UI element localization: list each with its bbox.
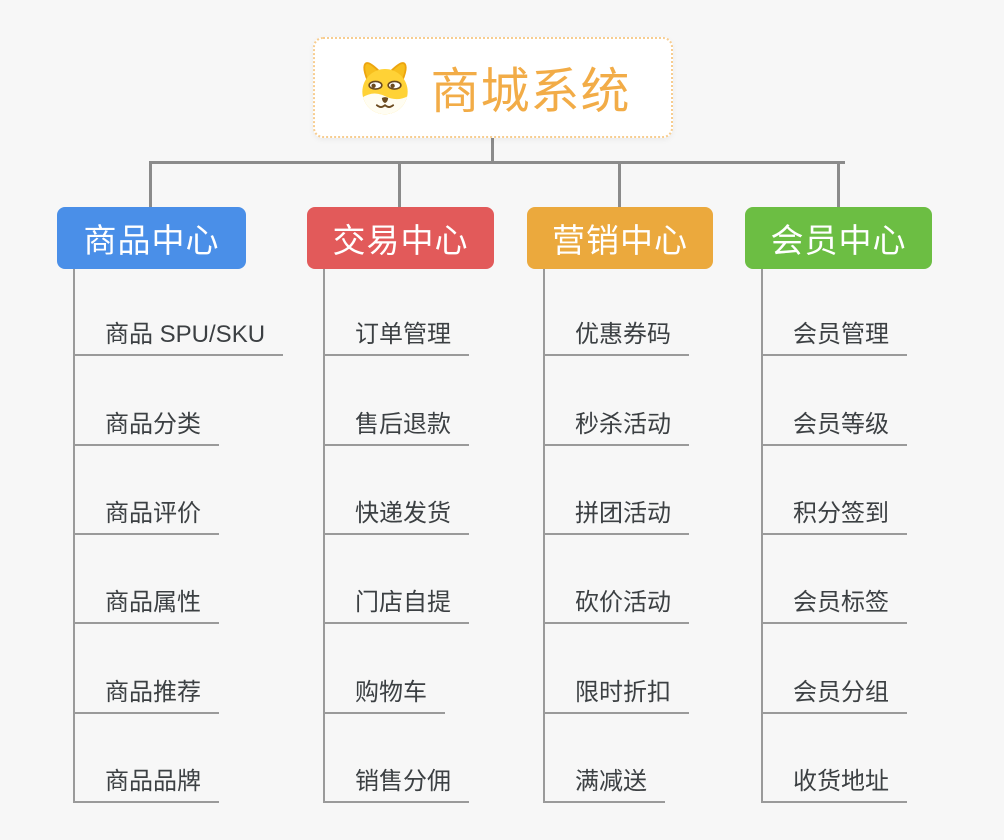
child-topic[interactable]: 商品推荐 xyxy=(73,668,219,714)
connector-drop-product-center xyxy=(149,161,152,208)
connector-trunk xyxy=(543,269,545,803)
child-topic[interactable]: 砍价活动 xyxy=(543,578,689,624)
child-topic[interactable]: 订单管理 xyxy=(323,310,469,356)
connector-trunk xyxy=(73,269,75,803)
child-topic[interactable]: 购物车 xyxy=(323,668,445,714)
branch-label: 商品中心 xyxy=(83,222,220,259)
child-topic[interactable]: 收货地址 xyxy=(761,757,907,803)
branch-label: 营销中心 xyxy=(552,222,688,259)
connector-horizontal-bus xyxy=(149,161,845,164)
child-topic[interactable]: 会员等级 xyxy=(761,400,907,446)
child-topic[interactable]: 商品品牌 xyxy=(73,757,219,803)
branch-label: 会员中心 xyxy=(770,222,907,259)
child-topic[interactable]: 销售分佣 xyxy=(323,757,469,803)
root-node-mall-system[interactable]: 商城系统 xyxy=(313,37,673,138)
connector-trunk xyxy=(761,269,763,803)
child-topic[interactable]: 限时折扣 xyxy=(543,668,689,714)
branch-children-marketing-center: 优惠券码 秒杀活动 拼团活动 砍价活动 限时折扣 满减送 xyxy=(543,269,783,809)
child-topic[interactable]: 售后退款 xyxy=(323,400,469,446)
child-topic[interactable]: 优惠券码 xyxy=(543,310,689,356)
connector-root-stem xyxy=(491,137,494,163)
branch-children-trade-center: 订单管理 售后退款 快递发货 门店自提 购物车 销售分佣 xyxy=(323,269,563,809)
dog-face-icon xyxy=(362,61,409,114)
branch-children-member-center: 会员管理 会员等级 积分签到 会员标签 会员分组 收货地址 xyxy=(761,269,1001,809)
child-topic[interactable]: 秒杀活动 xyxy=(543,400,689,446)
child-topic[interactable]: 商品分类 xyxy=(73,400,219,446)
connector-drop-marketing-center xyxy=(618,161,621,208)
branch-label: 交易中心 xyxy=(332,222,469,259)
branch-node-marketing-center[interactable]: 营销中心 xyxy=(527,207,713,269)
child-topic[interactable]: 满减送 xyxy=(543,757,665,803)
connector-trunk xyxy=(323,269,325,803)
root-title: 商城系统 xyxy=(430,65,631,119)
child-topic[interactable]: 快递发货 xyxy=(323,489,469,535)
branch-node-trade-center[interactable]: 交易中心 xyxy=(307,207,494,269)
child-topic[interactable]: 商品属性 xyxy=(73,578,219,624)
child-topic[interactable]: 积分签到 xyxy=(761,489,907,535)
branch-node-member-center[interactable]: 会员中心 xyxy=(745,207,932,269)
child-topic[interactable]: 会员管理 xyxy=(761,310,907,356)
child-topic[interactable]: 门店自提 xyxy=(323,578,469,624)
child-topic[interactable]: 商品 SPU/SKU xyxy=(73,310,284,356)
child-topic[interactable]: 会员标签 xyxy=(761,578,907,624)
branch-node-product-center[interactable]: 商品中心 xyxy=(57,207,246,269)
branch-children-product-center: 商品 SPU/SKU 商品分类 商品评价 商品属性 商品推荐 商品品牌 xyxy=(73,269,313,809)
connector-drop-member-center xyxy=(837,161,840,208)
child-topic[interactable]: 拼团活动 xyxy=(543,489,689,535)
connector-drop-trade-center xyxy=(398,161,401,208)
child-topic[interactable]: 商品评价 xyxy=(73,489,219,535)
child-topic[interactable]: 会员分组 xyxy=(761,668,907,714)
